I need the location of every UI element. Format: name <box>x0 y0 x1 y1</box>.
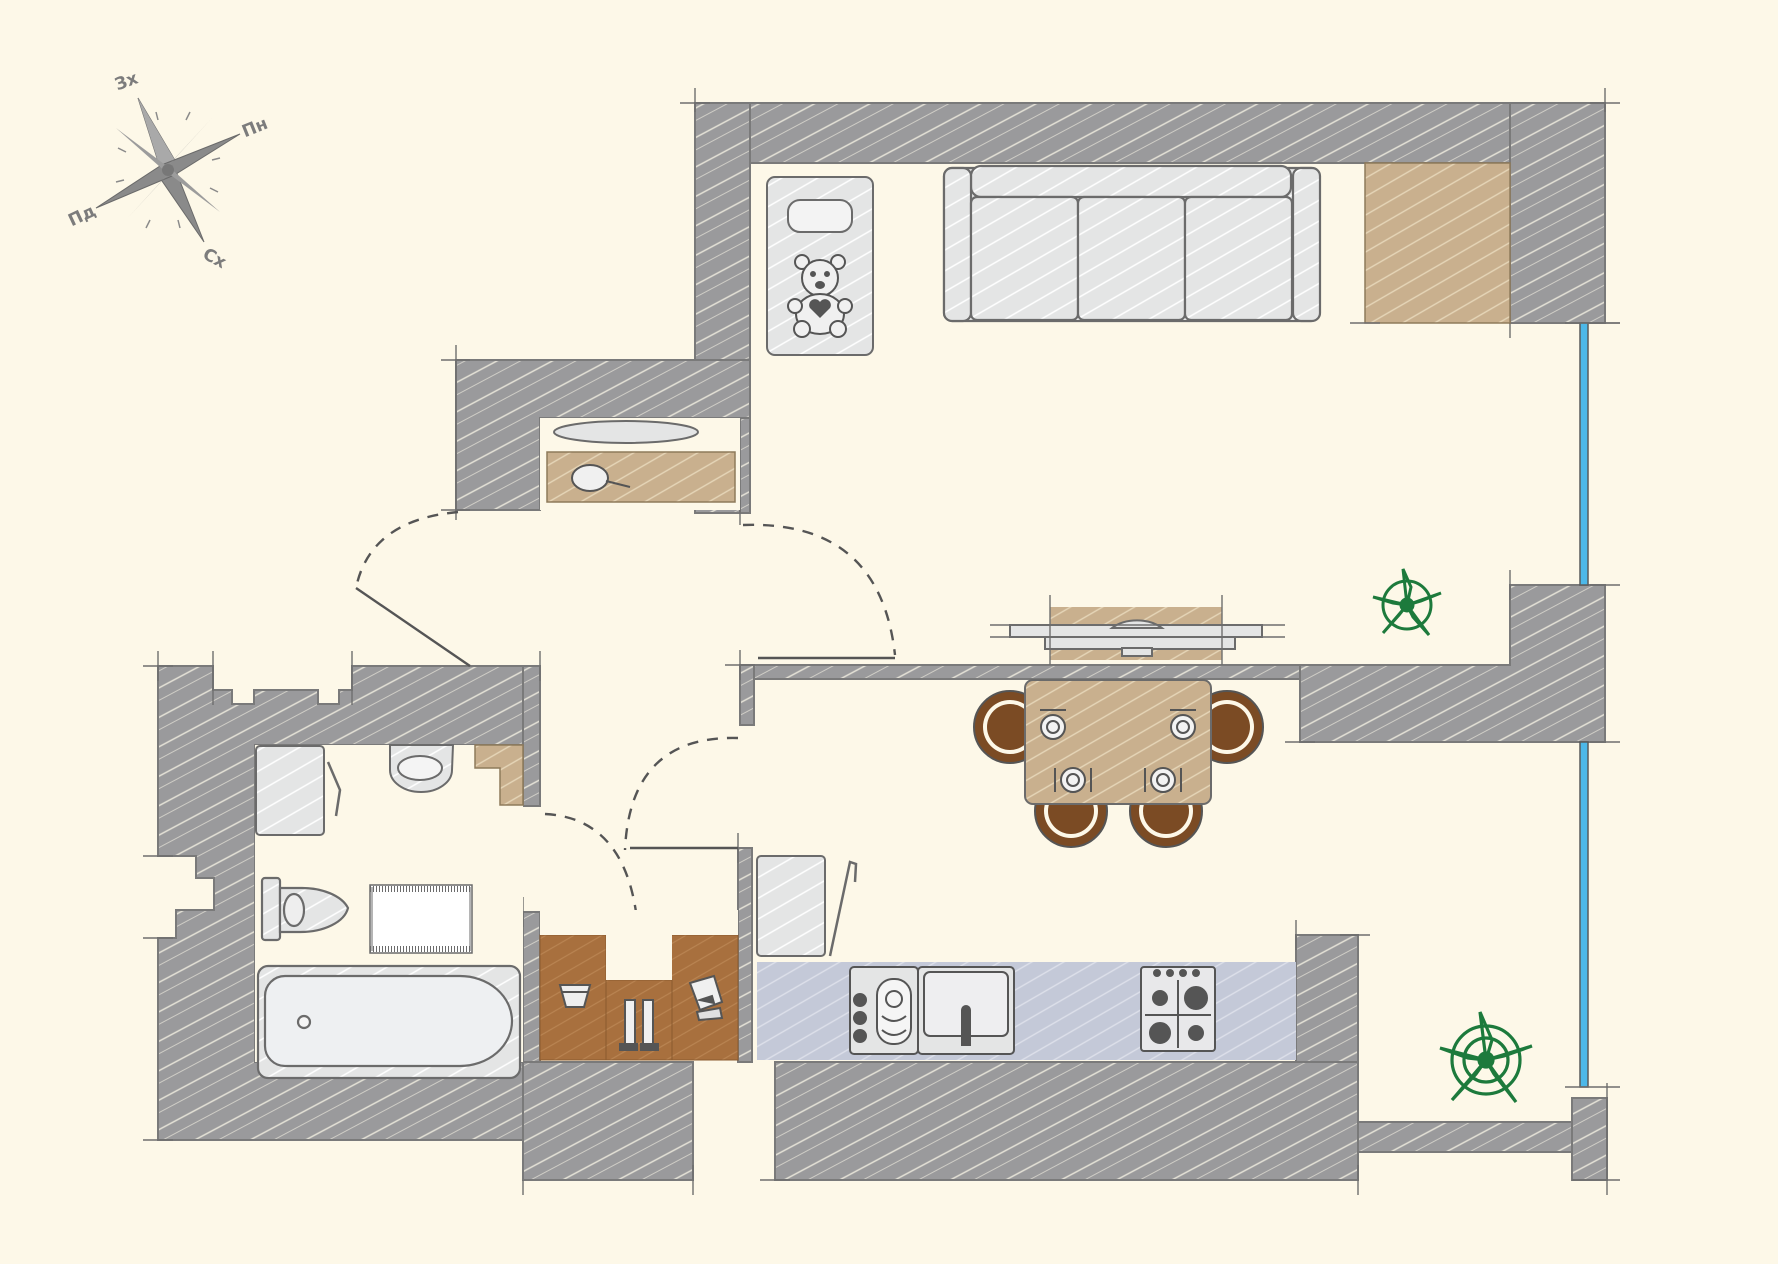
closet-rail <box>553 420 699 444</box>
compass-east-label: Сх <box>199 244 229 273</box>
wardrobe <box>1364 162 1511 324</box>
wall-south-corner <box>1571 1097 1608 1181</box>
living-door-swing <box>742 523 897 656</box>
baby-crib <box>766 176 874 356</box>
compass-north-label: Пн <box>239 114 271 142</box>
toilet <box>260 876 350 942</box>
wall-east-upper <box>1509 102 1606 324</box>
plate-icon <box>1040 709 1066 740</box>
shoes-icon <box>688 974 724 1022</box>
wall-closet-right <box>739 417 751 514</box>
boots-icon <box>619 999 659 1051</box>
compass-west-label: Зх <box>112 68 141 95</box>
window-east-upper <box>1579 322 1589 586</box>
hair-brush-icon <box>571 464 631 492</box>
plate-icon <box>1054 767 1092 793</box>
tv-cabinet <box>990 595 1285 665</box>
wall-north <box>694 102 1606 164</box>
dining-table <box>1024 679 1212 805</box>
gas-stove <box>1140 966 1216 1052</box>
wall-south <box>774 1061 1359 1181</box>
teddy-bear-icon <box>787 254 853 338</box>
chair <box>1190 690 1264 764</box>
bathroom <box>255 744 524 1080</box>
dining-area <box>973 679 1264 848</box>
wall-hall-south <box>522 1061 694 1181</box>
compass-south-label: Пд <box>65 201 99 231</box>
wall-bath-shelf-side <box>522 911 541 1063</box>
washing-machine <box>255 745 342 836</box>
bathroom-door-swing <box>544 812 638 913</box>
walls <box>157 102 1608 1181</box>
bathtub <box>256 964 522 1080</box>
window-east-lower <box>1579 741 1589 1088</box>
plate-icon <box>1170 709 1196 740</box>
plate-icon <box>1144 767 1182 793</box>
wall-door-jamb <box>739 664 755 726</box>
plant-icon <box>1372 568 1442 636</box>
wall-hall-divider <box>737 847 753 1063</box>
bath-mat <box>369 884 473 954</box>
plant-icon <box>1439 1011 1533 1103</box>
sink <box>917 966 1015 1055</box>
refrigerator <box>756 855 858 957</box>
kitchen <box>756 855 1296 1060</box>
compass-rose-icon: Пн Сх Пд Зх <box>65 68 270 273</box>
windows <box>1565 322 1620 1088</box>
shoe-rack <box>539 910 739 1061</box>
built-in-closet <box>540 418 740 510</box>
entrance-door-swing <box>354 510 459 589</box>
washbasin <box>389 744 455 793</box>
hat-icon <box>558 984 592 1008</box>
cooktop <box>849 966 919 1055</box>
wall-kitchen-partition <box>739 664 1301 680</box>
kitchen-door-swing <box>623 736 739 851</box>
entrance-door-leaf <box>355 587 471 667</box>
wall-east-middle <box>1299 584 1606 743</box>
wall-bathroom-inner <box>522 665 541 807</box>
bathroom-niche <box>474 744 524 806</box>
wall-south-right <box>1357 1121 1581 1153</box>
living-room <box>766 162 1533 1103</box>
sofa <box>942 164 1322 323</box>
